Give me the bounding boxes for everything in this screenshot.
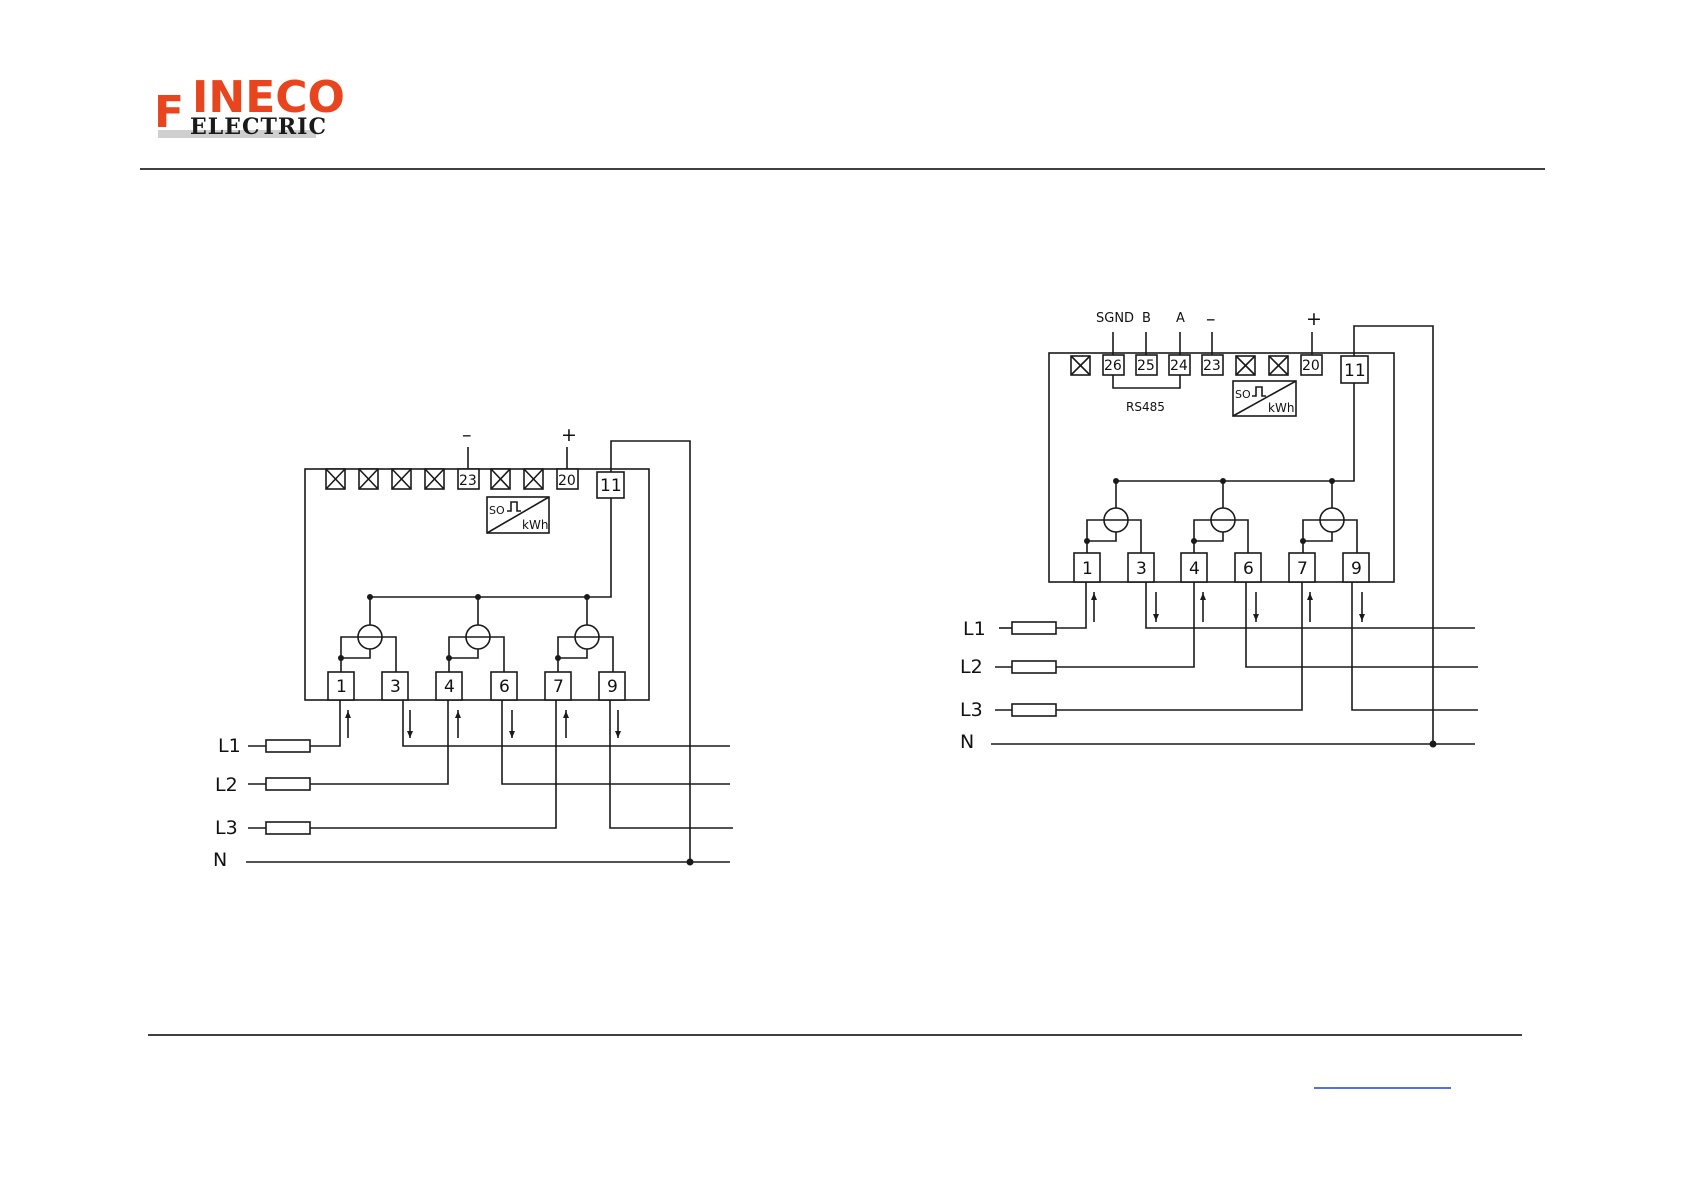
logo-subtitle: ELECTRIC: [190, 114, 327, 140]
supply-lines: [991, 582, 1478, 748]
svg-text:6: 6: [499, 677, 510, 697]
terminal-23: 23: [458, 469, 479, 489]
pulse-output-symbol: SO kWh: [487, 497, 549, 533]
svg-text:SO: SO: [1235, 388, 1251, 401]
svg-text:26: 26: [1104, 358, 1122, 374]
svg-text:20: 20: [558, 473, 576, 489]
bottom-terminal-row: 1 3 4 6 7 9: [328, 672, 625, 700]
unused-terminal: [1071, 356, 1090, 375]
output-plus-label: +: [561, 424, 577, 446]
supply-lines: [246, 700, 733, 866]
line-label-l2: L2: [960, 656, 983, 678]
line-label-l3: L3: [215, 817, 238, 839]
svg-text:11: 11: [600, 476, 622, 496]
output-minus-label: –: [1206, 308, 1216, 330]
line-label-l1: L1: [218, 735, 241, 757]
svg-text:23: 23: [1203, 358, 1221, 374]
sgnd-label: SGND: [1096, 311, 1134, 326]
rs485-b-label: B: [1142, 311, 1151, 326]
terminal-20: 20: [557, 469, 578, 489]
unused-terminal: [392, 469, 411, 489]
terminal-6: 6: [1235, 553, 1261, 582]
svg-text:kWh: kWh: [522, 518, 548, 532]
terminal-20: 20: [1301, 355, 1322, 375]
line-label-n: N: [213, 849, 227, 871]
svg-text:4: 4: [1189, 559, 1200, 579]
terminal-11: 11: [597, 472, 624, 498]
terminal-7: 7: [545, 672, 571, 700]
company-logo: F INECO ELECTRIC: [154, 72, 345, 140]
terminal-23: 23: [1202, 355, 1223, 375]
svg-text:SO: SO: [489, 504, 505, 517]
terminal-26: 26: [1103, 355, 1124, 375]
svg-text:3: 3: [1136, 559, 1147, 579]
wiring-diagram-with-rs485: 26 25 24 23 20 SGND B A – + RS485 SO kWh: [960, 308, 1478, 753]
measuring-element-3: [1300, 481, 1357, 553]
terminal-9: 9: [599, 672, 625, 700]
svg-text:23: 23: [459, 473, 477, 489]
unused-terminal: [425, 469, 444, 489]
svg-text:25: 25: [1137, 358, 1155, 374]
unused-terminal: [1236, 356, 1255, 375]
unused-terminal: [524, 469, 543, 489]
upper-terminal-row: 23 20: [326, 469, 578, 489]
wiring-diagram-without-rs485: 23 20 – + SO kWh 11: [213, 424, 733, 871]
terminal-3: 3: [1128, 553, 1154, 582]
line-label-n: N: [960, 731, 974, 753]
rs485-a-label: A: [1176, 311, 1185, 326]
terminal-9: 9: [1343, 553, 1369, 582]
measuring-element-2: [446, 597, 504, 672]
upper-terminal-row: 26 25 24 23 20: [1071, 355, 1322, 375]
measuring-element-2: [1191, 481, 1248, 553]
svg-text:kWh: kWh: [1268, 401, 1294, 415]
unused-terminal: [1269, 356, 1288, 375]
rs485-label: RS485: [1126, 400, 1165, 414]
terminal-4: 4: [1181, 553, 1207, 582]
terminal-3: 3: [382, 672, 408, 700]
unused-terminal: [359, 469, 378, 489]
svg-text:1: 1: [1082, 559, 1093, 579]
line-label-l1: L1: [963, 618, 986, 640]
output-minus-label: –: [462, 424, 472, 446]
unused-terminal: [491, 469, 510, 489]
svg-text:9: 9: [607, 677, 618, 697]
terminal-1: 1: [1074, 553, 1100, 582]
terminal-7: 7: [1289, 553, 1315, 582]
measuring-element-1: [1084, 481, 1141, 553]
output-plus-label: +: [1306, 308, 1322, 330]
measuring-element-3: [555, 597, 613, 672]
current-arrows: [345, 710, 621, 738]
line-label-l2: L2: [215, 774, 238, 796]
current-arrows: [1091, 592, 1365, 622]
svg-text:4: 4: [444, 677, 455, 697]
bottom-terminal-row: 1 3 4 6 7 9: [1074, 553, 1369, 582]
pulse-output-symbol: SO kWh: [1233, 381, 1296, 416]
terminal-4: 4: [436, 672, 462, 700]
terminal-1: 1: [328, 672, 354, 700]
terminal-25: 25: [1136, 355, 1157, 375]
svg-text:7: 7: [1297, 559, 1308, 579]
svg-text:9: 9: [1351, 559, 1362, 579]
terminal-6: 6: [491, 672, 517, 700]
svg-text:7: 7: [553, 677, 564, 697]
svg-text:6: 6: [1243, 559, 1254, 579]
svg-text:1: 1: [336, 677, 347, 697]
svg-text:20: 20: [1302, 358, 1320, 374]
line-label-l3: L3: [960, 699, 983, 721]
terminal-11: 11: [1341, 356, 1368, 383]
logo-initial: F: [154, 87, 184, 138]
svg-text:24: 24: [1170, 358, 1188, 374]
svg-text:3: 3: [390, 677, 401, 697]
terminal-24: 24: [1169, 355, 1190, 375]
svg-text:11: 11: [1344, 361, 1366, 381]
measuring-element-1: [338, 597, 396, 672]
unused-terminal: [326, 469, 345, 489]
